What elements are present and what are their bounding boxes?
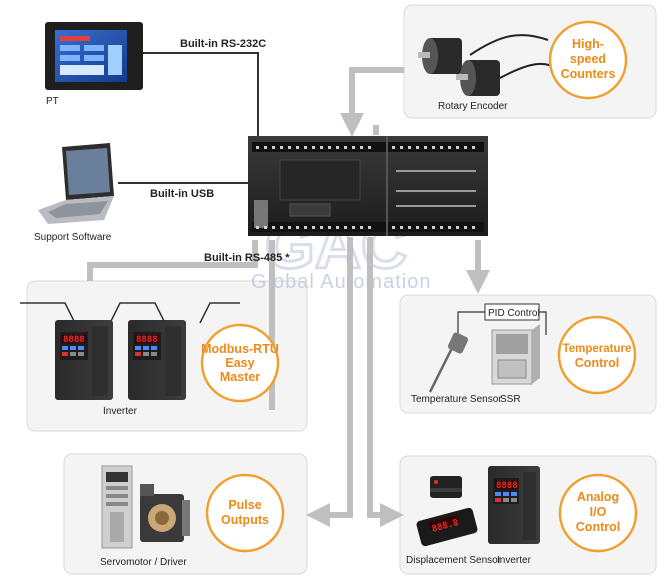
- label-rs485: Built-in RS-485 *: [204, 252, 290, 264]
- wire-pulse: [306, 237, 353, 527]
- line-rs232c: [143, 52, 259, 150]
- label-support-software: Support Software: [34, 232, 112, 243]
- label-temperature-sensor: Temperature Sensor: [411, 394, 502, 405]
- svg-text:8888: 8888: [63, 335, 85, 345]
- ssr-icon: [491, 324, 540, 385]
- badge-analog-io-control: Analog I/O Control: [558, 473, 638, 553]
- wire-modbus: [87, 240, 258, 281]
- inverter-icon: 8888: [55, 320, 113, 400]
- badge-modbus-line1: Modbus-RTU: [201, 342, 279, 356]
- pid-control-lines: [457, 311, 547, 338]
- label-pt: PT: [46, 96, 59, 107]
- badge-high-speed-line3: Counters: [561, 67, 616, 81]
- inverter-analog-icon: 8888: [488, 466, 540, 544]
- badge-pulse-line2: Outputs: [221, 513, 269, 527]
- pt-touch-panel: [45, 22, 143, 90]
- laptop-icon: [38, 143, 114, 224]
- svg-text:8888: 8888: [496, 481, 518, 491]
- label-pid-control: PID Control: [488, 308, 540, 319]
- servo-driver-icon: [101, 465, 133, 549]
- label-inverter-modbus: Inverter: [103, 406, 138, 417]
- rotary-encoder-icon: [418, 34, 561, 96]
- wire-analog: [367, 237, 404, 527]
- badge-modbus-rtu: Modbus-RTU Easy Master: [200, 323, 280, 403]
- plc-unit: [248, 136, 488, 236]
- badge-analog-line2: I/O: [590, 505, 607, 519]
- badge-analog-line1: Analog: [577, 490, 619, 504]
- watermark-text: Global Automation: [251, 271, 431, 293]
- inverter-cables: [20, 302, 240, 324]
- badge-high-speed-line2: speed: [570, 52, 606, 66]
- badge-analog-line3: Control: [576, 520, 620, 534]
- plc-expansion: [386, 136, 488, 236]
- label-servomotor-driver: Servomotor / Driver: [100, 557, 187, 568]
- wire-encoder: [340, 67, 404, 137]
- label-ssr: SSR: [500, 394, 521, 405]
- plc-serial-port: [254, 200, 268, 228]
- badge-temperature-line2: Control: [575, 356, 619, 370]
- label-rotary-encoder: Rotary Encoder: [438, 101, 508, 112]
- badge-temperature-line1: Temperature: [563, 343, 632, 355]
- badge-pulse-line1: Pulse: [228, 498, 261, 512]
- inverter-icon-2: 8888: [128, 320, 186, 400]
- badge-pulse-outputs: Pulse Outputs: [205, 473, 285, 553]
- label-usb: Built-in USB: [150, 188, 214, 200]
- svg-text:8888: 8888: [136, 335, 158, 345]
- temperature-sensor-icon: [428, 332, 469, 393]
- label-displacement-sensor: Displacement Sensor: [406, 555, 502, 566]
- badge-modbus-line3: Master: [220, 370, 260, 384]
- badge-high-speed-counters: High- speed Counters: [548, 20, 628, 100]
- displacement-sensor-icon: 888.8: [416, 476, 478, 547]
- badge-temperature-control: Temperature Control: [557, 315, 637, 395]
- badge-modbus-line2: Easy: [225, 356, 254, 370]
- badge-high-speed-line1: High-: [572, 37, 604, 51]
- servomotor-icon: [140, 484, 190, 542]
- label-inverter-analog: Inverter: [497, 555, 532, 566]
- label-rs232c: Built-in RS-232C: [180, 38, 266, 50]
